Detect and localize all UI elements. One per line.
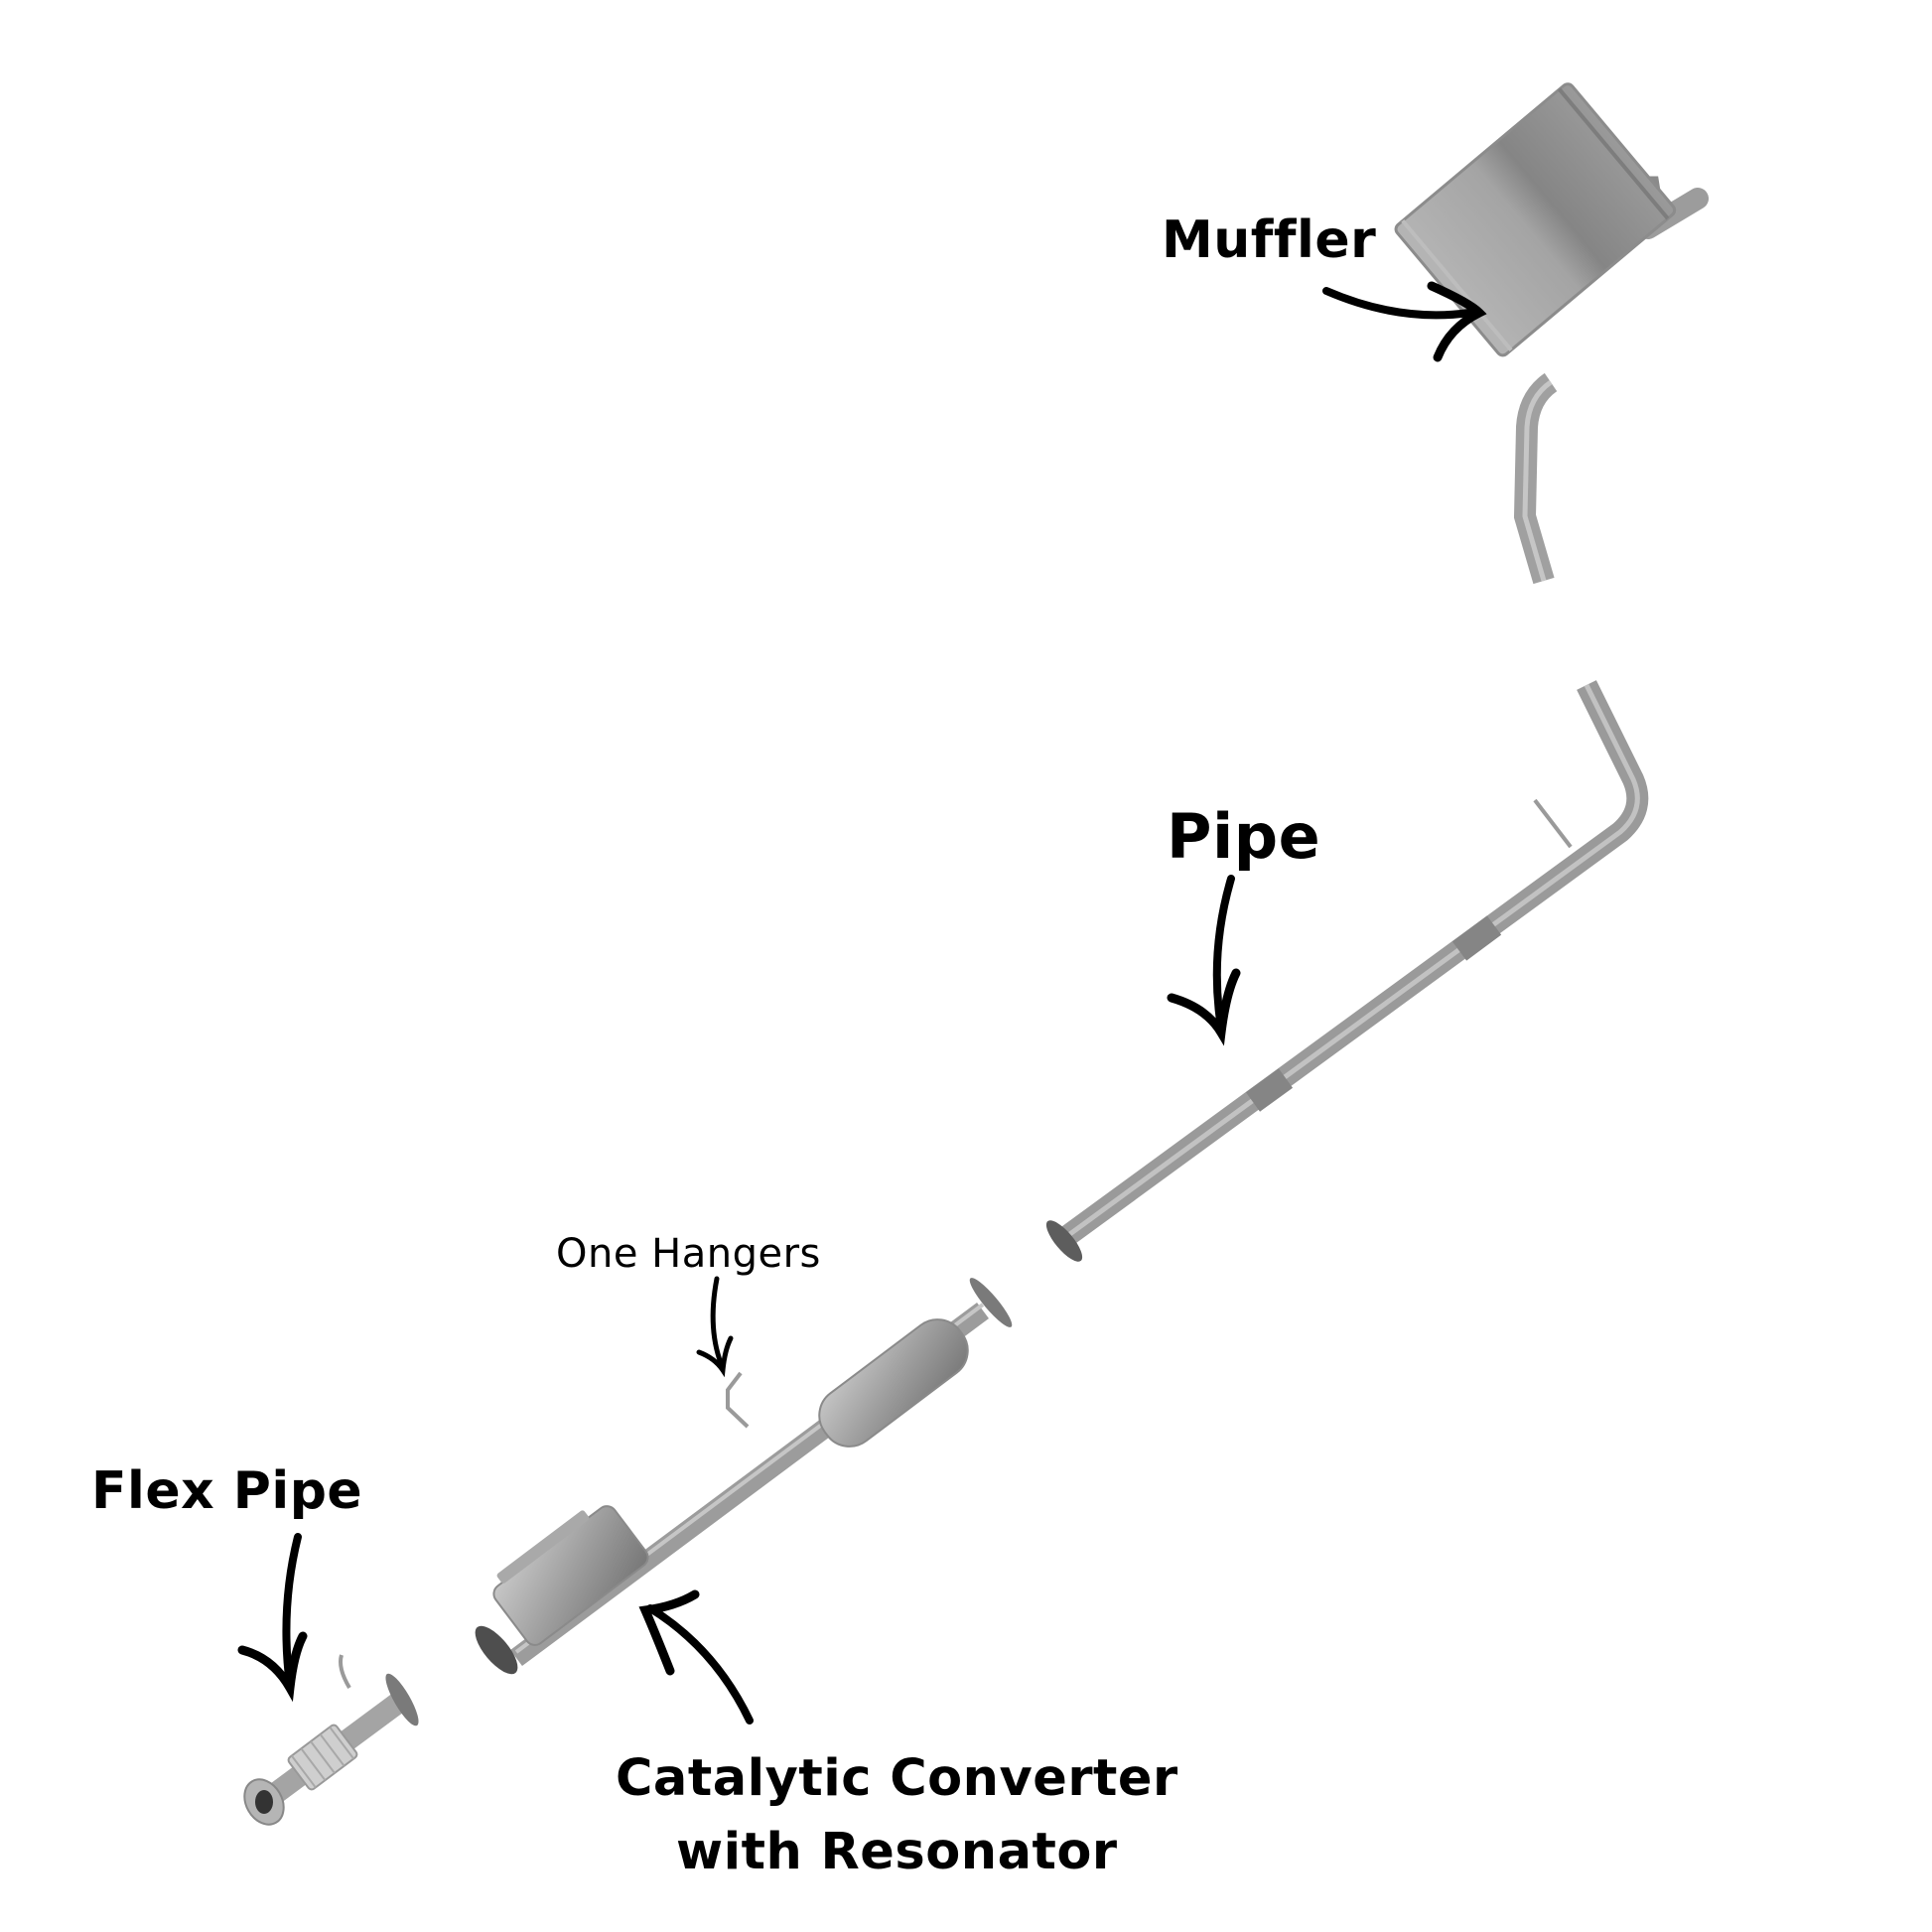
arrowhead (1167, 968, 1241, 1046)
hangers-label: One Hangers (556, 1231, 821, 1277)
intermediate-pipe-part (1045, 680, 1649, 1262)
flex-outlet-flange (385, 1673, 419, 1726)
catalytic-converter-label-line1: Catalytic Converter (616, 1749, 1178, 1808)
curved-arrow-up-icon (646, 1604, 754, 1725)
catalytic-converter-label: Catalytic Converter with Resonator (616, 1742, 1178, 1889)
cat-inlet-flange (475, 1625, 518, 1675)
pipe-label: Pipe (1167, 800, 1321, 873)
curved-arrow-right-icon (1322, 287, 1473, 320)
curved-arrow-down-icon (282, 1533, 302, 1690)
arrowhead (696, 1335, 734, 1378)
pipe-sleeve (1245, 1068, 1294, 1112)
resonator-body (818, 1318, 969, 1448)
pipe-flange (1045, 1220, 1083, 1262)
arrowhead (237, 1631, 308, 1703)
flex-hanger (339, 1654, 351, 1690)
flex-pipe-part (243, 1654, 419, 1826)
pipe-sleeve (1451, 915, 1502, 961)
arrowhead (1427, 281, 1487, 362)
arrowhead (638, 1589, 700, 1676)
catalytic-converter-label-line2: with Resonator (676, 1823, 1118, 1881)
resonator-outlet-flange (969, 1278, 1013, 1327)
muffler-part (1394, 82, 1709, 585)
catalytic-converter-part (475, 1278, 1013, 1675)
curved-arrow-down-icon (710, 1276, 726, 1371)
pipe-tube (1060, 680, 1649, 1245)
curved-arrow-down-icon (1212, 875, 1235, 1032)
pipe-hanger-rod (1533, 798, 1573, 849)
cat-hanger (726, 1371, 750, 1429)
muffler-label: Muffler (1162, 210, 1377, 270)
flex-pipe-label: Flex Pipe (91, 1461, 363, 1521)
